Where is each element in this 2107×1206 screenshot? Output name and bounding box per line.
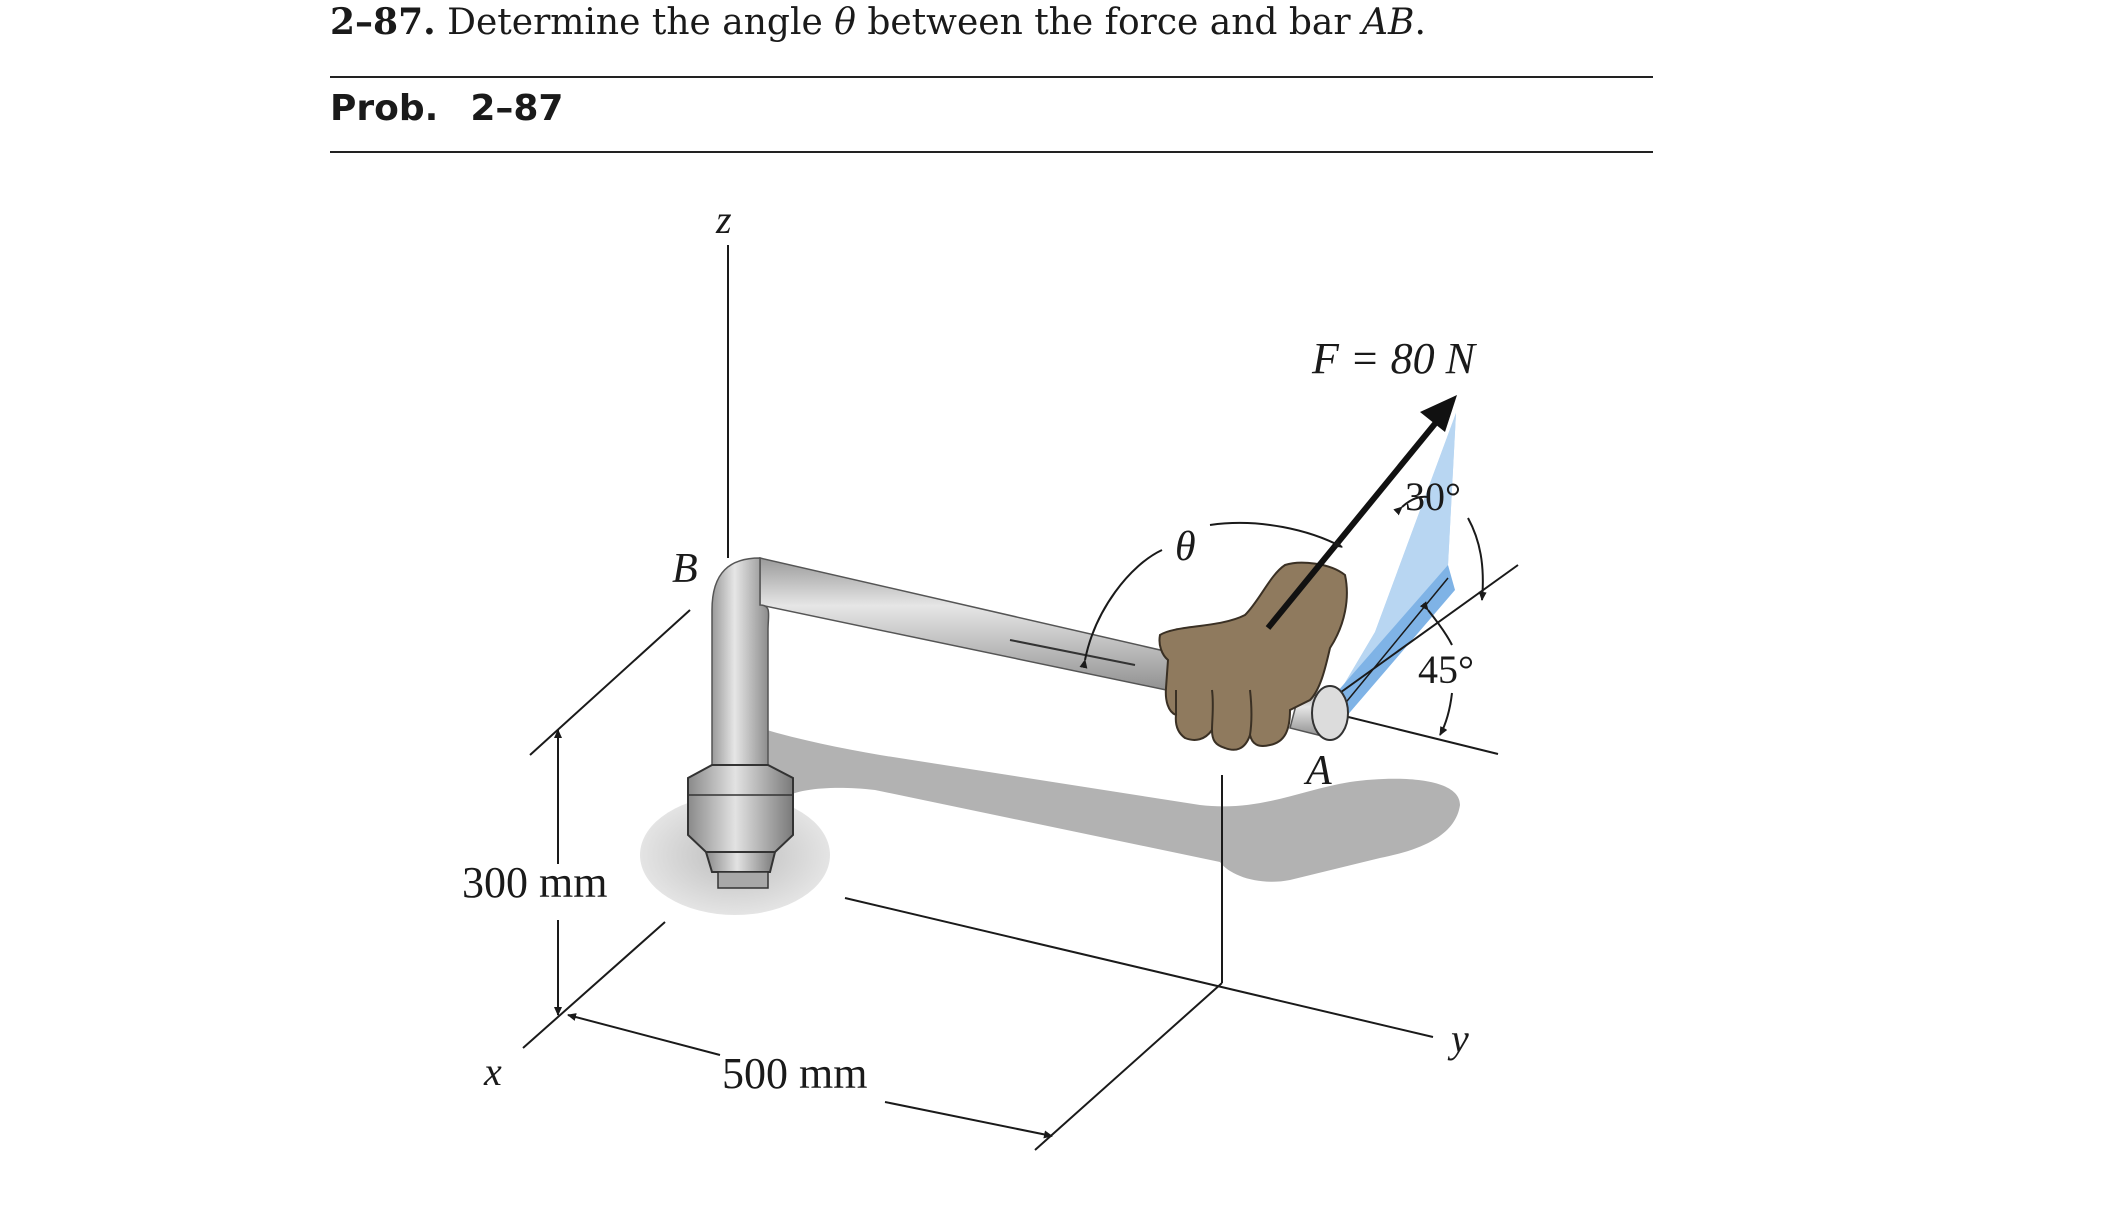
angle-30-arc (1393, 495, 1487, 601)
problem-caption: Prob. 2–87 (330, 88, 563, 129)
construction-line-b-x (529, 609, 691, 756)
y-axis-label: y (1447, 1016, 1469, 1061)
problem-number: 2–87. (330, 1, 436, 43)
point-b-label: B (672, 546, 698, 592)
theta-symbol: θ (834, 2, 856, 43)
y-ref-line (1319, 709, 1499, 755)
force-vector (1265, 395, 1457, 630)
problem-text-end: . (1414, 2, 1426, 43)
horizontal-ref-line (1329, 564, 1519, 701)
dimension-500mm (567, 1013, 1053, 1139)
point-a-label: A (1303, 748, 1332, 794)
construction-line-a-x (1034, 982, 1223, 1151)
bar-arm (759, 557, 1196, 696)
bar-name: AB (1362, 2, 1415, 43)
z-axis-label: z (715, 197, 732, 242)
theta-arc (1079, 522, 1343, 669)
x-axis-label: x (483, 1049, 502, 1094)
angle-45-arc (1419, 601, 1453, 736)
force-label: F = 80 N (1311, 334, 1478, 383)
caption-number: 2–87 (470, 88, 564, 129)
problem-text-before: Determine the angle (435, 2, 835, 43)
y-axis-line (844, 897, 1434, 1038)
hand-glove (1158, 561, 1348, 751)
angle-30-label: 30° (1405, 474, 1461, 519)
x-axis-line (522, 921, 666, 1049)
caption-bottom-rule (330, 151, 1653, 153)
dimension-500mm-label: 500 mm (722, 1049, 867, 1098)
caption-top-rule (330, 76, 1653, 78)
bar-leg (711, 557, 770, 776)
theta-label: θ (1175, 524, 1196, 570)
base-fitting (687, 764, 794, 889)
caption-prefix: Prob. (330, 88, 439, 129)
dimension-300mm-label: 300 mm (462, 858, 607, 907)
angle-45-label: 45° (1418, 647, 1474, 692)
problem-text-after: between the force and bar (855, 2, 1363, 43)
problem-statement: 2–87. Determine the angle θ between the … (330, 0, 1426, 45)
